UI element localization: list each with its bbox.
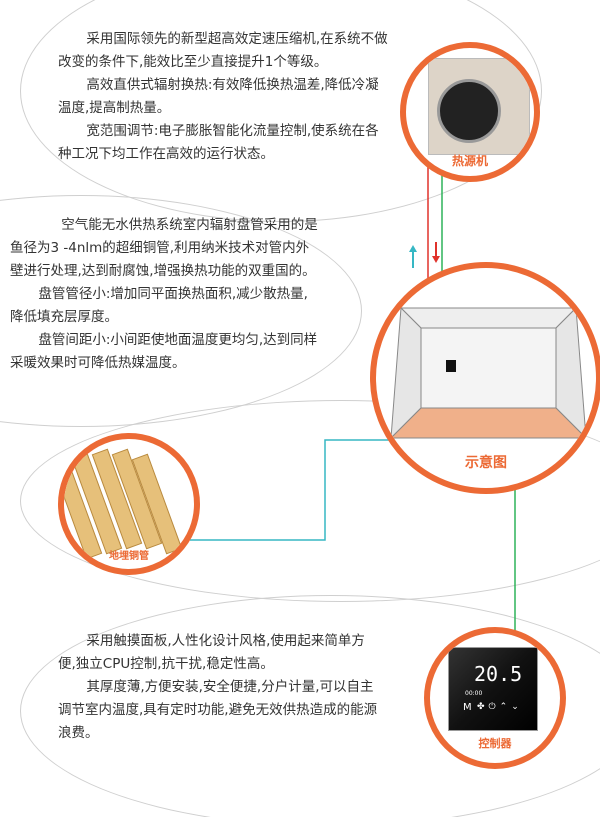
paragraph: 采用触摸面板,人性化设计风格,使用起来简单方便,独立CPU控制,抗干扰,稳定性高… bbox=[58, 633, 365, 672]
paragraph: 盘管管径小:增加同平面换热面积,减少散热量,降低填充层厚度。 bbox=[10, 286, 308, 325]
pipe-caption: 地埋铜管 bbox=[109, 551, 149, 562]
time-display: 00:00 bbox=[465, 690, 483, 697]
controller-caption: 控制器 bbox=[478, 737, 512, 750]
copper-pipe-image bbox=[64, 448, 183, 560]
room-diagram bbox=[389, 306, 588, 440]
paragraph: 空气能无水供热系统室内辐射盘管采用的是鱼径为3 -4nlm的超细铜管,利用纳米技… bbox=[10, 217, 318, 279]
controller-panel: 20.5 00:00 M ✤⏻⌃⌄ bbox=[448, 647, 538, 731]
copper-pipe-circle: 地埋铜管 bbox=[58, 433, 200, 575]
heat-source-circle: 热源机 bbox=[400, 42, 540, 182]
heat-source-caption: 热源机 bbox=[451, 154, 488, 168]
section2-text: 空气能无水供热系统室内辐射盘管采用的是鱼径为3 -4nlm的超细铜管,利用纳米技… bbox=[10, 214, 320, 375]
fan-icon bbox=[437, 79, 501, 143]
heat-pump-unit-image bbox=[428, 58, 530, 155]
paragraph: 采用国际领先的新型超高效定速压缩机,在系统不做改变的条件下,能效比至少直接提升1… bbox=[58, 31, 388, 70]
paragraph: 高效直供式辐射换热:有效降低换热温差,降低冷凝温度,提高制热量。 bbox=[58, 77, 379, 116]
paragraph: 其厚度薄,方便安装,安全便捷,分户计量,可以自主调节室内温度,具有定时功能,避免… bbox=[58, 679, 378, 741]
controller-circle: 20.5 00:00 M ✤⏻⌃⌄ 控制器 bbox=[424, 627, 566, 769]
paragraph: 盘管间距小:小间距使地面温度更均匀,达到同样采暖效果时可降低热媒温度。 bbox=[10, 332, 318, 371]
cyan-pipe-line bbox=[190, 439, 420, 541]
thermostat-icon bbox=[446, 360, 456, 372]
section1-text: 采用国际领先的新型超高效定速压缩机,在系统不做改变的条件下,能效比至少直接提升1… bbox=[58, 28, 388, 166]
diagram-caption: 示意图 bbox=[465, 455, 507, 471]
controller-buttons[interactable]: ✤⏻⌃⌄ bbox=[477, 702, 523, 712]
bg-arc-4 bbox=[20, 595, 600, 817]
mode-button[interactable]: M bbox=[463, 702, 472, 713]
diagram-circle: 示意图 bbox=[370, 262, 600, 494]
temperature-display: 20.5 bbox=[474, 662, 523, 686]
paragraph: 宽范围调节:电子膨胀智能化流量控制,使系统在各种工况下均工作在高效的运行状态。 bbox=[58, 123, 379, 162]
section3-text: 采用触摸面板,人性化设计风格,使用起来简单方便,独立CPU控制,抗干扰,稳定性高… bbox=[58, 630, 378, 745]
